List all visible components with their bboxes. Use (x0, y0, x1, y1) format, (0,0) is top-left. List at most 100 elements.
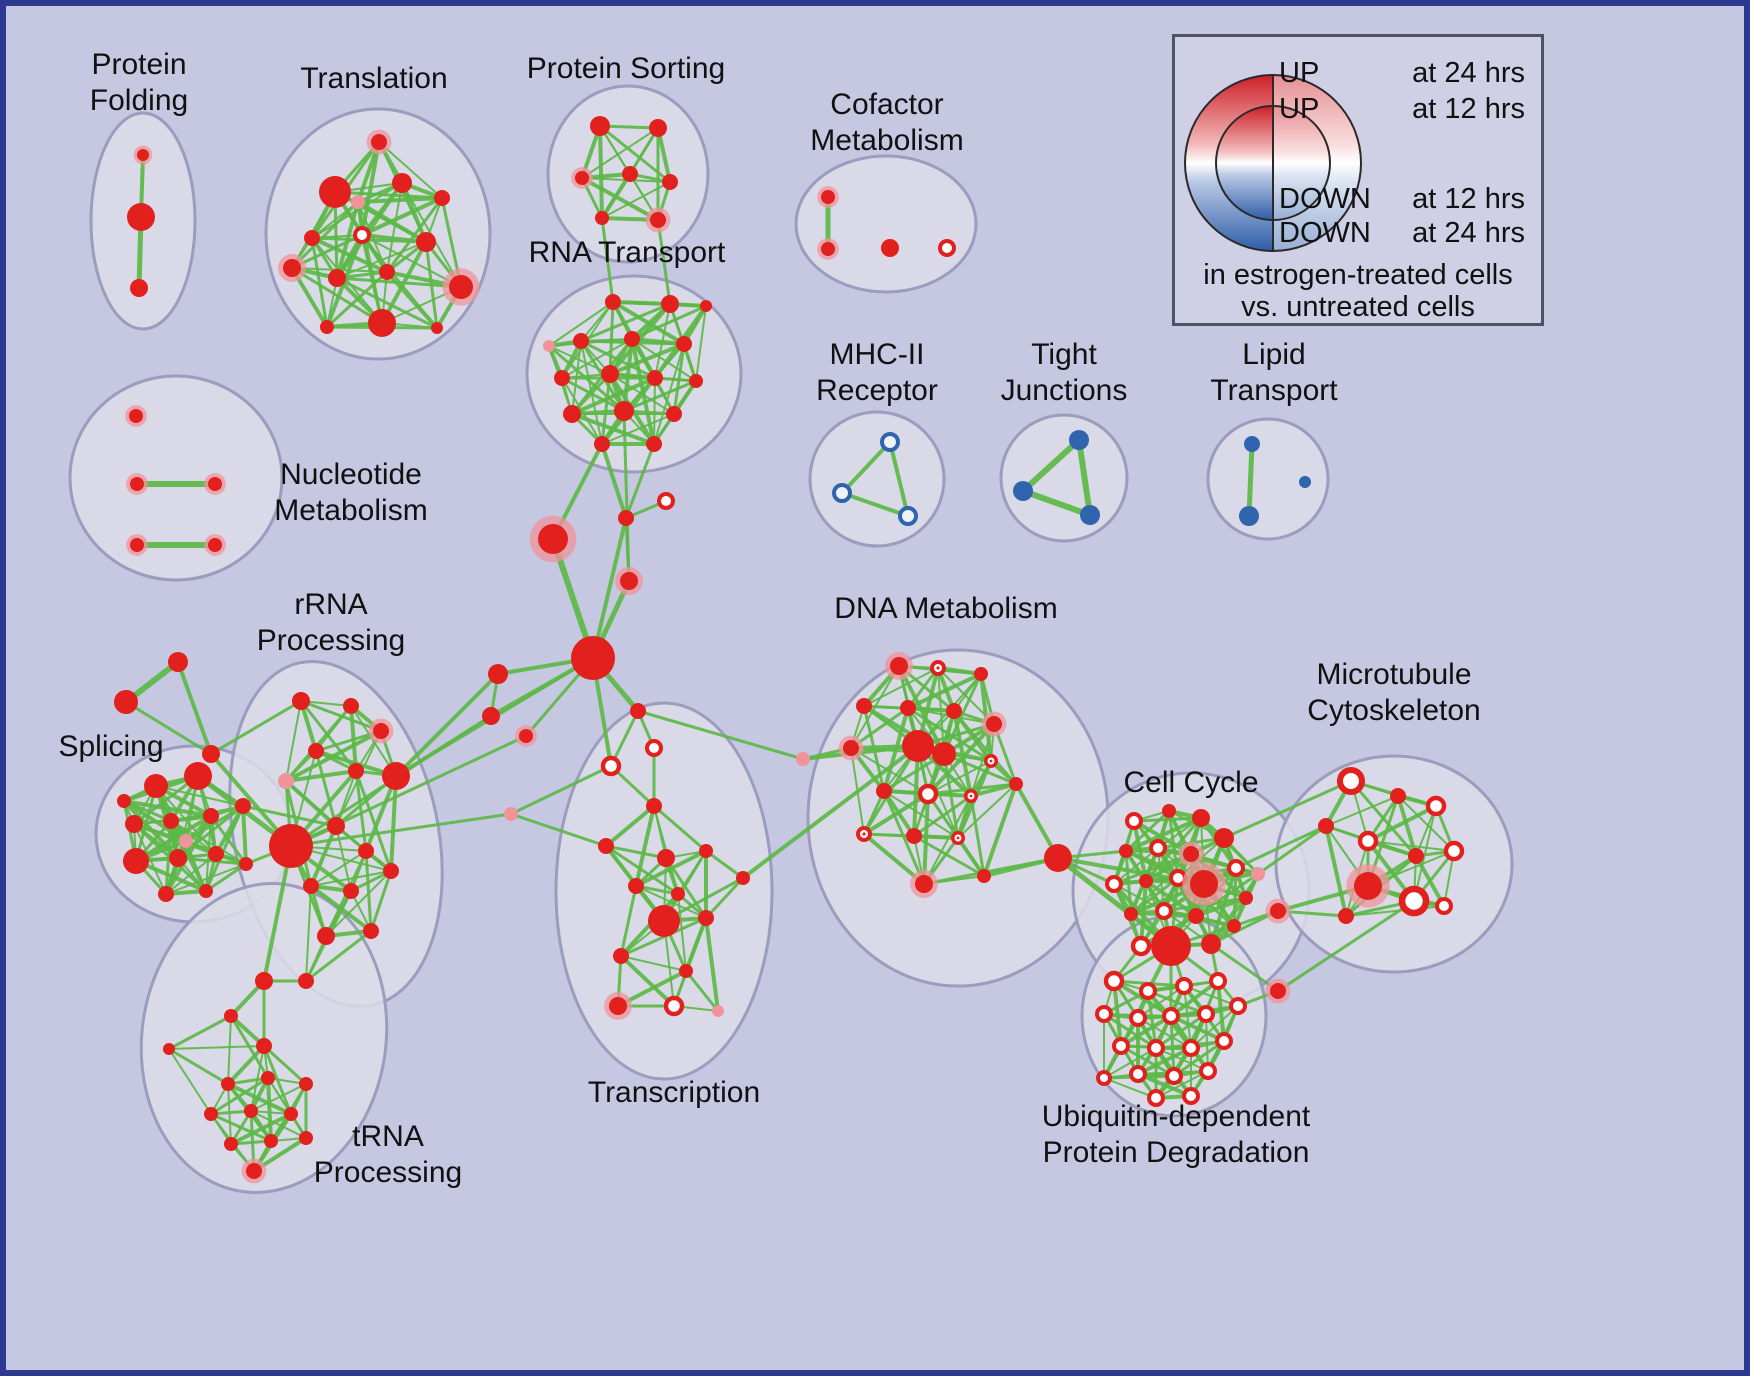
legend-row-down-24: DOWN at 24 hrs (1279, 217, 1525, 250)
network-node (304, 230, 320, 246)
label-cell-cycle: Cell Cycle (1123, 766, 1258, 799)
network-node (938, 239, 956, 257)
network-edge (619, 954, 676, 1008)
network-node (431, 322, 443, 334)
network-node (256, 1038, 272, 1054)
network-edge (124, 700, 213, 756)
network-edge (888, 440, 910, 518)
network-node (298, 973, 314, 989)
network-node (1013, 481, 1033, 501)
network-node (605, 294, 621, 310)
network-edge (176, 856, 248, 866)
network-edge (1194, 896, 1248, 918)
network-node (657, 849, 675, 867)
network-node (208, 477, 222, 491)
network-node (278, 773, 294, 789)
network-node (977, 869, 991, 883)
network-edge (356, 200, 384, 325)
network-edge (548, 301, 614, 347)
network-edge (335, 825, 352, 892)
network-node (482, 707, 500, 725)
network-edge (1137, 985, 1185, 1019)
network-edge (862, 792, 930, 836)
network-node (208, 846, 224, 862)
network-node (881, 239, 899, 257)
network-edge (325, 870, 392, 937)
network-node (504, 807, 518, 821)
network-edge (634, 804, 656, 888)
network-node (712, 1005, 724, 1017)
network-edge (619, 884, 638, 958)
label-transcription: Transcription (588, 1076, 760, 1109)
network-node (208, 538, 222, 552)
network-edge (548, 338, 633, 347)
network-node (876, 783, 892, 799)
network-node (244, 1104, 258, 1118)
legend-down12-time: at 12 hrs (1412, 183, 1525, 215)
network-edge (284, 769, 358, 783)
network-node (1124, 907, 1138, 921)
network-edge (1367, 840, 1455, 852)
network-edge (619, 916, 708, 958)
network-node (571, 636, 615, 680)
network-edge (357, 201, 388, 273)
network-node (821, 242, 835, 256)
network-edge (361, 234, 462, 288)
network-node (645, 739, 663, 757)
network-node (299, 1077, 313, 1091)
network-edge (122, 799, 180, 860)
network-node (1151, 926, 1191, 966)
network-node (261, 1071, 275, 1085)
network-node (1080, 505, 1100, 525)
network-edge (134, 814, 213, 863)
network-node (1125, 812, 1143, 830)
network-node (1095, 1005, 1113, 1023)
network-edge (335, 200, 360, 280)
network-node (974, 667, 988, 681)
network-node (488, 664, 508, 684)
network-node (292, 692, 310, 710)
network-node (1149, 839, 1167, 857)
network-edge (335, 770, 357, 827)
network-node (434, 190, 450, 206)
network-edge (1113, 847, 1159, 885)
network-edge (704, 849, 745, 880)
network-node (1408, 848, 1424, 864)
network-node (821, 190, 835, 204)
network-edge (957, 783, 1017, 839)
network-edge (325, 270, 389, 329)
network-edge (600, 442, 628, 520)
network-node (906, 828, 922, 844)
nodes-layer (114, 116, 1465, 1184)
network-node (624, 331, 640, 347)
network-edge (604, 844, 668, 860)
network-node (383, 863, 399, 879)
network-edge (354, 769, 393, 873)
network-node (246, 1163, 262, 1179)
network-edge (310, 236, 329, 329)
network-edge (164, 839, 188, 896)
network-edge (695, 305, 707, 382)
network-node (832, 483, 852, 503)
network-node (1336, 766, 1366, 796)
network-edge (360, 196, 444, 237)
network-node (1251, 867, 1265, 881)
network-node (628, 878, 644, 894)
network-node (308, 743, 324, 759)
node-center-dot (969, 794, 973, 798)
legend-caption-line2: vs. untreated cells (1241, 291, 1475, 323)
node-center-dot (956, 836, 960, 840)
network-node (898, 506, 918, 526)
network-edge (1020, 488, 1093, 518)
network-node (1398, 885, 1430, 917)
network-node (284, 1107, 298, 1121)
network-edge (369, 869, 393, 933)
network-node (699, 844, 713, 858)
network-node (283, 259, 301, 277)
network-edge (912, 794, 973, 838)
network-node (343, 698, 359, 714)
network-node (125, 815, 143, 833)
legend-down24-direction: DOWN (1279, 217, 1371, 249)
